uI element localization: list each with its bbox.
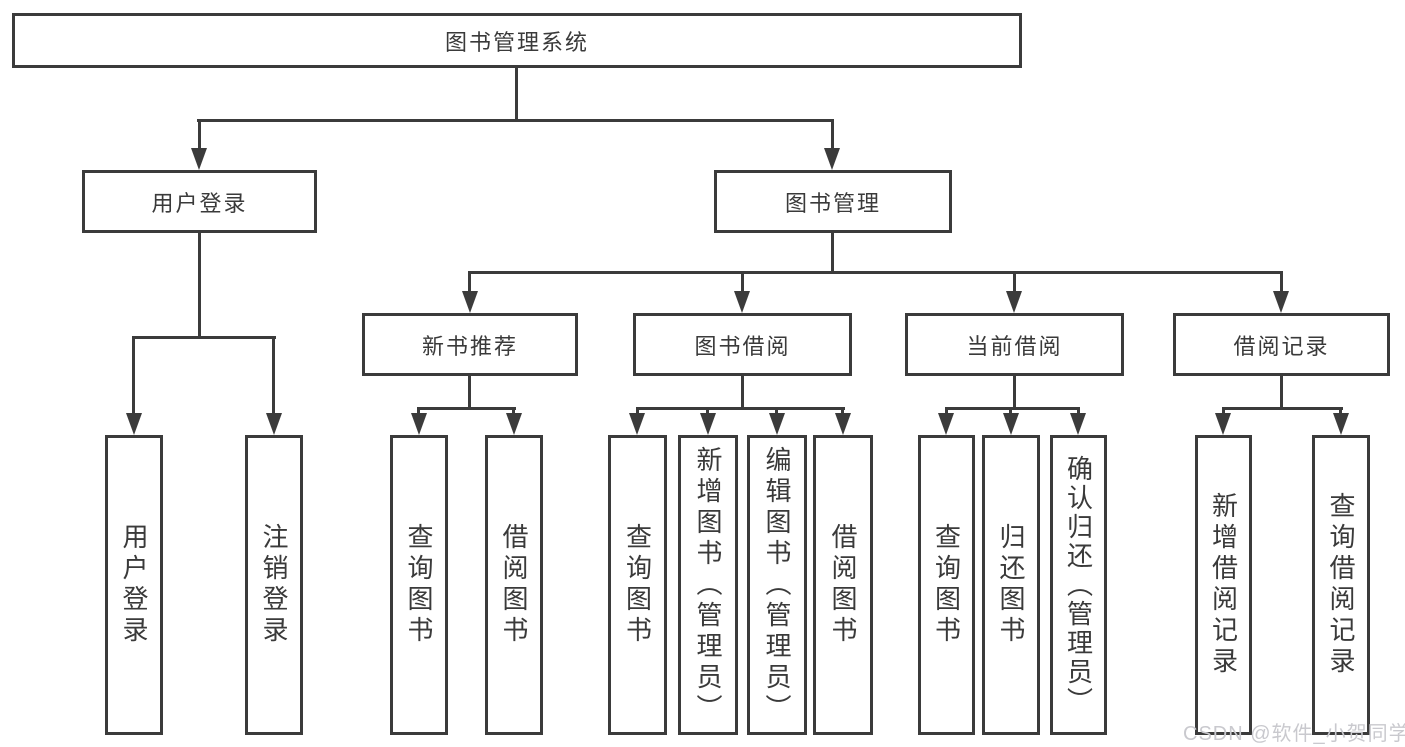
connector-line <box>515 68 518 122</box>
connector-line <box>197 119 834 122</box>
connector-line <box>1009 407 1012 416</box>
node-current-borrow: 当前借阅 <box>905 313 1124 376</box>
leaf-query-books-current: 查询图书 <box>918 435 975 735</box>
connector-line <box>468 376 471 410</box>
node-label: 用户登录 <box>119 523 149 647</box>
arrowhead-down-icon <box>191 148 207 170</box>
arrowhead-down-icon <box>1215 413 1231 435</box>
node-label: 图书管理 <box>784 190 881 216</box>
connector-line <box>512 407 515 416</box>
arrowhead-down-icon <box>1333 413 1349 435</box>
arrowhead-down-icon <box>506 413 522 435</box>
node-label: 确认归还（管理员） <box>1063 454 1094 716</box>
node-label: 新增借阅记录 <box>1208 492 1239 678</box>
connector-line <box>1280 376 1283 410</box>
arrowhead-down-icon <box>835 413 851 435</box>
arrowhead-down-icon <box>734 291 750 313</box>
connector-line <box>1222 407 1225 416</box>
node-label: 新书推荐 <box>421 333 518 359</box>
arrowhead-down-icon <box>938 413 954 435</box>
node-label: 图书借阅 <box>694 333 791 359</box>
connector-line <box>1280 271 1283 293</box>
node-library-system: 图书管理系统 <box>12 13 1022 68</box>
watermark: CSDN @软件_小贺同学 <box>1183 723 1405 745</box>
node-borrow-records: 借阅记录 <box>1173 313 1390 376</box>
node-label: 查询图书 <box>404 523 434 647</box>
node-new-book-recommend: 新书推荐 <box>362 313 578 376</box>
connector-line <box>741 376 744 410</box>
node-label: 编辑图书（管理员） <box>762 445 792 725</box>
connector-line <box>468 271 471 293</box>
leaf-query-books-borrow: 查询图书 <box>608 435 667 735</box>
connector-line <box>132 336 135 415</box>
node-label: 注销登录 <box>259 523 289 647</box>
connector-line <box>419 407 516 410</box>
arrowhead-down-icon <box>1070 413 1086 435</box>
connector-line <box>1013 376 1016 410</box>
connector-line <box>945 407 948 416</box>
arrowhead-down-icon <box>769 413 785 435</box>
arrowhead-down-icon <box>411 413 427 435</box>
arrowhead-down-icon <box>629 413 645 435</box>
leaf-query-borrow-record: 查询借阅记录 <box>1312 435 1370 735</box>
connector-line <box>198 233 201 339</box>
connector-line <box>831 119 834 150</box>
leaf-logout: 注销登录 <box>245 435 303 735</box>
connector-line <box>841 407 844 416</box>
connector-line <box>741 271 744 293</box>
connector-line <box>198 119 201 150</box>
node-label: 图书管理系统 <box>444 29 589 55</box>
connector-line <box>1223 407 1343 410</box>
node-label: 借阅图书 <box>499 523 529 647</box>
node-label: 当前借阅 <box>966 333 1063 359</box>
node-label: 用户登录 <box>151 190 248 216</box>
arrowhead-down-icon <box>700 413 716 435</box>
connector-line <box>706 407 709 416</box>
node-label: 新增图书（管理员） <box>693 445 723 725</box>
arrowhead-down-icon <box>1003 413 1019 435</box>
leaf-add-borrow-record: 新增借阅记录 <box>1195 435 1252 735</box>
node-label: 查询图书 <box>931 523 962 647</box>
connector-line <box>1013 271 1016 293</box>
node-label: 借阅图书 <box>828 523 858 647</box>
node-label: 查询图书 <box>622 523 653 647</box>
connector-line <box>637 407 845 410</box>
connector-line <box>831 233 834 274</box>
connector-line <box>470 271 1283 274</box>
connector-line <box>272 336 275 415</box>
connector-line <box>133 336 276 339</box>
node-label: 查询借阅记录 <box>1326 492 1356 678</box>
arrowhead-down-icon <box>266 413 282 435</box>
node-user-login: 用户登录 <box>82 170 317 233</box>
leaf-user-login: 用户登录 <box>105 435 163 735</box>
connector-line <box>1339 407 1342 416</box>
node-label: 借阅记录 <box>1233 333 1330 359</box>
node-book-borrow: 图书借阅 <box>633 313 852 376</box>
connector-line <box>417 407 420 416</box>
connector-line <box>775 407 778 416</box>
connector-line <box>946 407 1080 410</box>
arrowhead-down-icon <box>824 148 840 170</box>
leaf-borrow-books: 借阅图书 <box>813 435 873 735</box>
arrowhead-down-icon <box>462 291 478 313</box>
leaf-return-books: 归还图书 <box>982 435 1040 735</box>
leaf-borrow-books-recommend: 借阅图书 <box>485 435 543 735</box>
arrowhead-down-icon <box>126 413 142 435</box>
node-book-management: 图书管理 <box>714 170 952 233</box>
arrowhead-down-icon <box>1273 291 1289 313</box>
node-label: 归还图书 <box>996 523 1026 647</box>
leaf-query-books-recommend: 查询图书 <box>390 435 448 735</box>
leaf-confirm-return-admin: 确认归还（管理员） <box>1050 435 1107 735</box>
leaf-edit-book-admin: 编辑图书（管理员） <box>747 435 807 735</box>
connector-line <box>636 407 639 416</box>
leaf-add-book-admin: 新增图书（管理员） <box>678 435 738 735</box>
arrowhead-down-icon <box>1006 291 1022 313</box>
connector-line <box>1077 407 1080 416</box>
